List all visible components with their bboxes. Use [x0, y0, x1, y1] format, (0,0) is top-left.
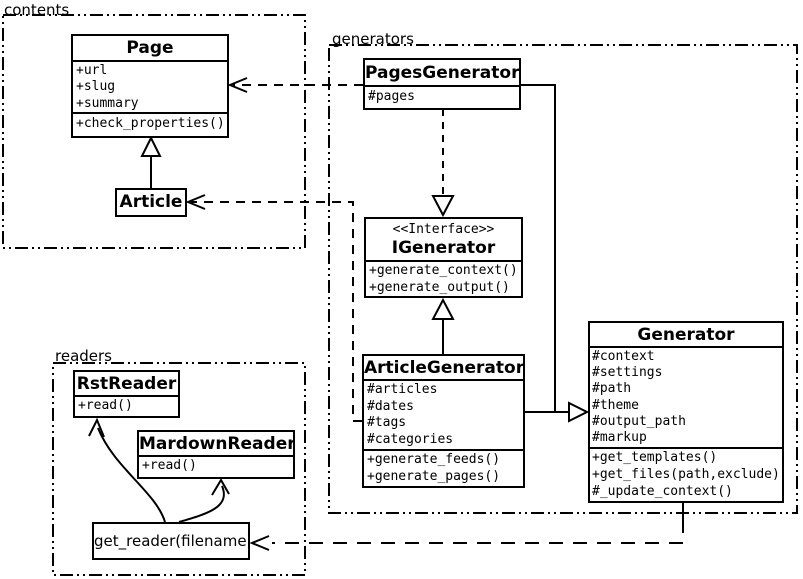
class-box-mardownreader: MardownReader +read(): [137, 430, 295, 479]
open-arrowhead-getreader: [252, 536, 269, 550]
attribute: #categories: [367, 431, 454, 447]
class-attributes-articlegenerator: #articles #dates #tags #categories: [364, 379, 523, 449]
class-name-pagesgenerator: PagesGenerator: [365, 63, 519, 83]
open-arrowhead-rstreader: [89, 420, 104, 437]
class-box-generator: Generator #context #settings #path #them…: [588, 321, 784, 503]
edge-getreader-to-mardownreader: [179, 486, 224, 522]
attribute: #dates: [367, 398, 414, 414]
class-box-articlegenerator: ArticleGenerator #articles #dates #tags …: [362, 354, 525, 488]
class-name-rstreader: RstReader: [76, 374, 177, 394]
class-header-igenerator: <<Interface>> IGenerator: [366, 219, 521, 260]
attribute: #context: [592, 349, 655, 364]
attribute: #articles: [367, 382, 438, 397]
class-box-pagesgenerator: PagesGenerator #pages: [363, 58, 521, 110]
class-attributes-generator: #context #settings #path #theme #output_…: [590, 346, 782, 447]
open-arrowhead-page: [230, 78, 247, 92]
method: +generate_output(): [369, 279, 510, 295]
package-label-contents: contents: [4, 1, 70, 19]
class-attributes-pagesgenerator: #pages: [365, 85, 519, 108]
method: +read(): [78, 398, 133, 413]
class-methods-articlegenerator: +generate_feeds() +generate_pages(): [364, 449, 523, 486]
class-name-generator: Generator: [637, 325, 735, 345]
package-border-generators: [329, 45, 797, 513]
method: +check_properties(): [76, 116, 225, 131]
attribute: #output_path: [592, 413, 686, 429]
edge-articlegenerator-to-article: [191, 202, 362, 421]
function-name-getreader: get_reader(filename): [94, 532, 248, 550]
attribute: #tags: [367, 415, 407, 431]
method: +generate_pages(): [367, 468, 501, 484]
attribute: #theme: [592, 397, 639, 413]
open-arrowhead-mardownreader: [212, 480, 229, 495]
attribute: #settings: [592, 365, 663, 381]
class-name-igenerator: IGenerator: [391, 238, 496, 258]
inheritance-triangle-page: [142, 138, 160, 156]
class-methods-page: +check_properties(): [73, 112, 227, 136]
attribute: +slug: [76, 79, 116, 95]
edge-pagesgenerator-to-generator: [520, 85, 555, 412]
attribute: #markup: [592, 430, 647, 446]
class-name-articlegenerator: ArticleGenerator: [364, 358, 523, 378]
attribute: +url: [76, 63, 108, 78]
class-methods-rstreader: +read(): [75, 395, 178, 416]
stereotype-interface: <<Interface>>: [392, 222, 495, 237]
attribute: #path: [592, 381, 632, 397]
realization-triangle-igenerator: [433, 196, 453, 215]
inheritance-triangle-generator: [569, 403, 587, 421]
package-label-readers: readers: [55, 347, 112, 365]
class-attributes-page: +url +slug +summary: [73, 60, 227, 112]
class-box-page: Page +url +slug +summary +check_properti…: [71, 34, 229, 138]
class-name-mardownreader: MardownReader: [139, 434, 293, 454]
edge-generator-to-getreader: [272, 519, 683, 543]
attribute: +summary: [76, 95, 139, 111]
function-box-getreader: get_reader(filename): [92, 522, 250, 560]
class-name-article: Article: [119, 192, 183, 212]
method: +generate_feeds(): [367, 452, 501, 467]
package-label-generators: generators: [332, 30, 414, 48]
class-box-rstreader: RstReader +read(): [73, 370, 180, 418]
class-methods-mardownreader: +read(): [139, 455, 293, 477]
attribute: #pages: [368, 89, 415, 104]
class-name-page: Page: [126, 38, 174, 58]
class-box-igenerator: <<Interface>> IGenerator +generate_conte…: [364, 217, 523, 298]
open-arrowhead-article: [188, 195, 205, 209]
inheritance-triangle-igenerator: [433, 300, 453, 319]
method: +get_files(path,exclude): [592, 466, 780, 482]
method: +generate_context(): [369, 263, 518, 278]
package-border-contents: [3, 15, 305, 248]
class-methods-generator: +get_templates() +get_files(path,exclude…: [590, 447, 782, 501]
package-border-readers: [53, 363, 305, 575]
method: +get_templates(): [592, 450, 718, 465]
method: +read(): [142, 458, 197, 473]
class-box-article: Article: [115, 188, 187, 217]
method: #_update_context(): [592, 483, 733, 499]
edge-getreader-to-rstreader: [98, 428, 165, 522]
class-methods-igenerator: +generate_context() +generate_output(): [366, 260, 521, 296]
